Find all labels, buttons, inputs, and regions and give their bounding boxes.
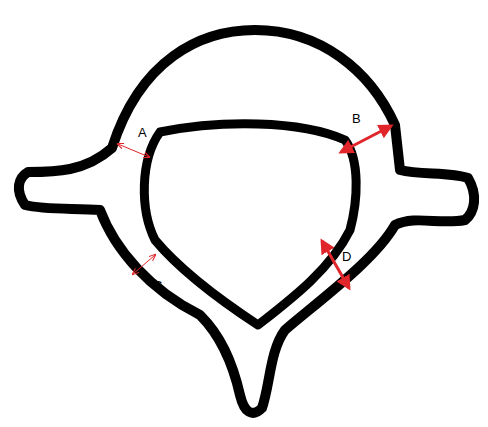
measure-arrow (118, 144, 149, 157)
callout-letter: A (138, 126, 147, 139)
callout-letter: D (342, 250, 351, 263)
measure-arrow (322, 241, 349, 288)
measure-arrow (133, 255, 155, 274)
measure-arrow (341, 126, 391, 152)
canal-outline (144, 124, 356, 325)
callout-letter: C (153, 279, 162, 292)
callout-letter: B (352, 112, 361, 125)
vertebra-outline (19, 30, 474, 413)
